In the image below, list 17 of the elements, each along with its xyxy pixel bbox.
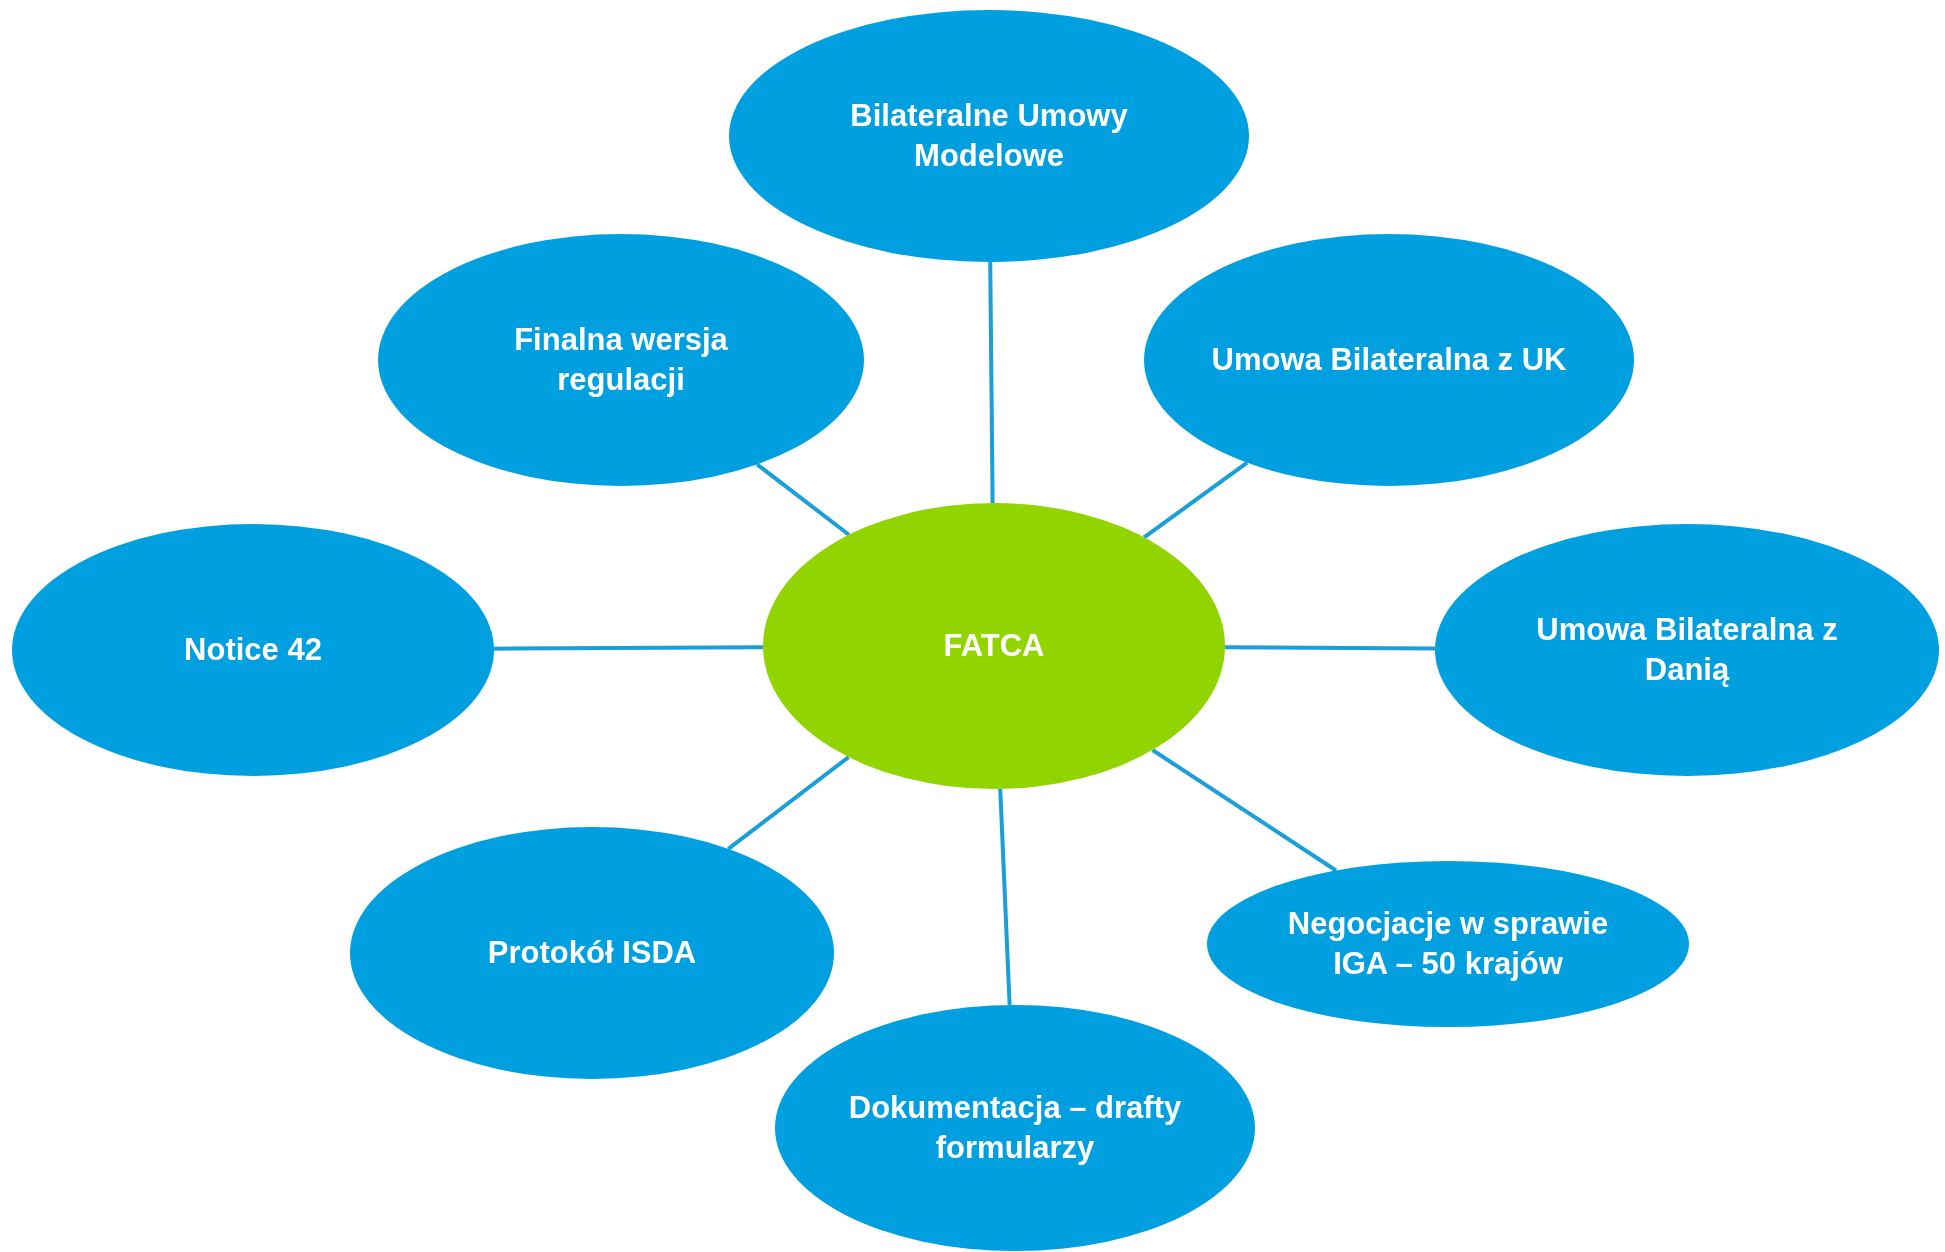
node-label: FATCA [943,627,1045,665]
node-label: Umowa Bilateralna z Danią [1535,611,1839,689]
connector-line [1151,748,1338,873]
node-label: Notice 42 [184,631,322,669]
node-label: Umowa Bilateralna z UK [1211,341,1567,379]
connector-line [1224,645,1436,651]
node-label: Negocjacje w sprawie IGA – 50 krajów [1287,905,1609,983]
connector-line [988,262,995,504]
connector-line [1142,461,1249,539]
node-label: Bilateralne Umowy Modelowe [849,97,1129,175]
node-label: Dokumentacja – drafty formularzy [847,1089,1183,1167]
node-label: Protokół ISDA [487,934,697,972]
connector-line [727,755,850,851]
connector-line [755,462,851,537]
connector-line [493,645,763,651]
node-label: Finalna wersja regulacji [513,321,729,399]
connector-line [998,788,1012,1006]
